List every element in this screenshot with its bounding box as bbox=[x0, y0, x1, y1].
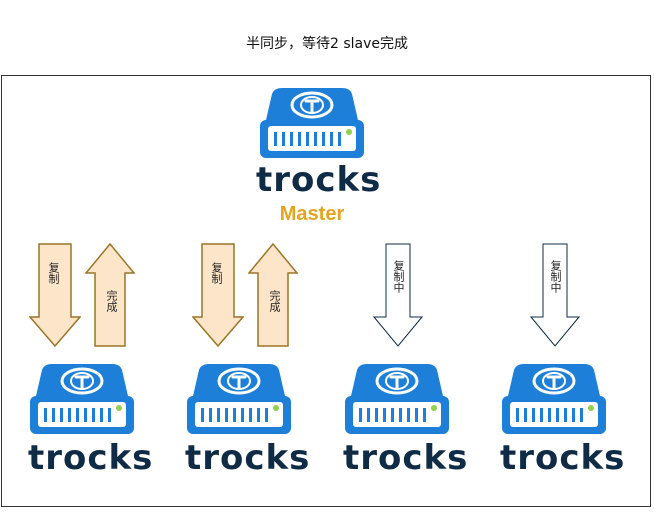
arrow-up-icon bbox=[85, 243, 135, 347]
arrow-down-icon bbox=[373, 243, 423, 347]
complete-label: 完成 bbox=[268, 290, 281, 312]
server-icon bbox=[500, 362, 608, 436]
slave-wordmark: trocks bbox=[185, 438, 311, 478]
arrow-down-icon bbox=[192, 243, 244, 347]
replicating-label: 复制中 bbox=[392, 260, 405, 293]
slave-node: trocks bbox=[28, 362, 154, 480]
complete-label: 完成 bbox=[105, 290, 118, 312]
server-icon bbox=[343, 362, 451, 436]
server-icon bbox=[185, 362, 293, 436]
slave-wordmark: trocks bbox=[500, 438, 626, 478]
slave-wordmark: trocks bbox=[28, 438, 154, 478]
arrow-up-icon bbox=[248, 243, 298, 347]
replicate-label: 复制 bbox=[210, 262, 223, 284]
server-icon bbox=[28, 362, 136, 436]
slave-wordmark: trocks bbox=[343, 438, 469, 478]
replicate-label: 复制 bbox=[47, 262, 60, 284]
slave-node: trocks bbox=[185, 362, 311, 480]
replicating-label: 复制中 bbox=[549, 260, 562, 293]
arrow-down-icon bbox=[530, 243, 580, 347]
server-icon bbox=[258, 86, 366, 160]
arrow-down-icon bbox=[29, 243, 81, 347]
slave-node: trocks bbox=[343, 362, 469, 480]
slave-node: trocks bbox=[500, 362, 626, 480]
diagram-frame bbox=[1, 75, 651, 507]
master-role-label: Master bbox=[279, 203, 345, 225]
master-wordmark: trocks bbox=[256, 160, 382, 200]
master-node: trocks Master bbox=[256, 86, 382, 226]
diagram-caption: 半同步，等待2 slave完成 bbox=[245, 36, 409, 52]
